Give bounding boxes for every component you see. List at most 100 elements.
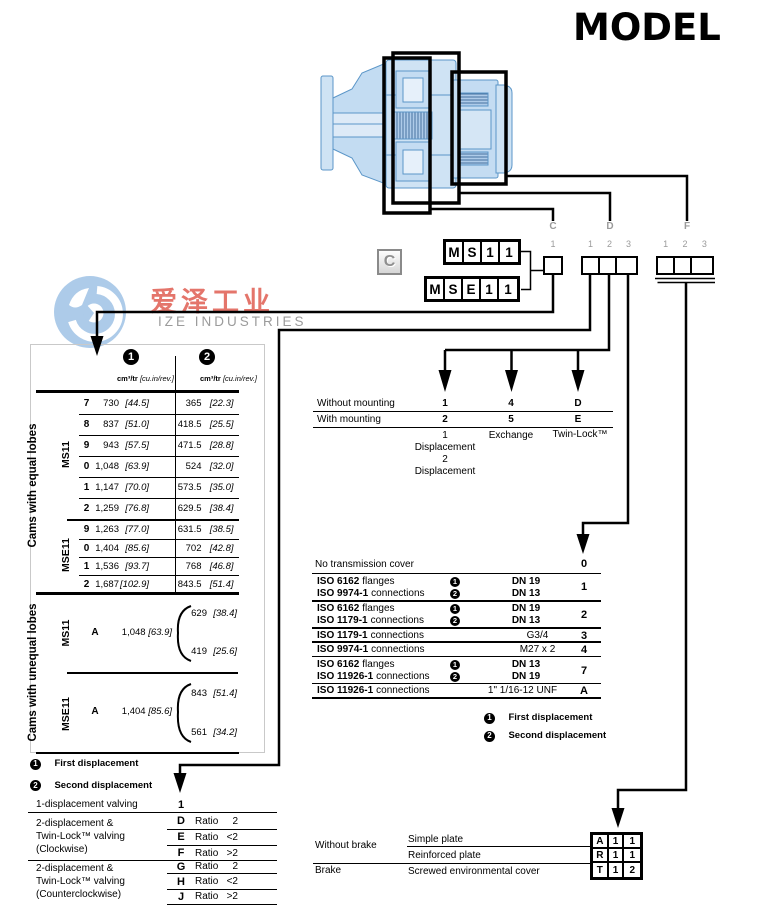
unit-header-col1: cm³/tr [cu.in/rev.]	[85, 374, 174, 383]
second-displacement-marker: 2	[450, 672, 460, 682]
ms11-series-label: MS11	[60, 619, 72, 647]
cover-code: 4	[580, 643, 588, 656]
second-displacement-marker: 2	[484, 730, 495, 742]
grid-cell: A	[593, 835, 609, 849]
code-letter-cell: 1	[505, 244, 513, 260]
table-row: R 1 1	[593, 849, 641, 863]
cover-code: 2	[580, 608, 588, 621]
cover-code: 1	[580, 581, 588, 593]
rule-line	[312, 697, 601, 699]
grid-cell: T	[593, 863, 609, 877]
code-letter-cell: 1	[481, 279, 499, 299]
grid-cell: 1	[624, 835, 641, 849]
mounting-code: 5	[508, 414, 514, 425]
mounting-caption: Displacement	[414, 442, 476, 453]
connection-size: DN 13	[511, 587, 541, 599]
mounting-caption: 1	[442, 430, 448, 441]
code-cell: 0	[83, 542, 90, 554]
code-letter-cell: S	[445, 279, 463, 299]
code-letter-cell: S	[464, 242, 482, 262]
ratio-value: <2	[226, 876, 238, 887]
code-letter-cell: M	[427, 279, 445, 299]
grid-cell: 2	[629, 864, 635, 876]
unit-bracket-label: [cu.in/rev.]	[222, 374, 257, 383]
connection-size: DN 19	[511, 602, 541, 614]
ratio-value: >2	[226, 891, 238, 902]
table-rule-thick	[67, 672, 238, 674]
first-displacement-marker: 1	[450, 576, 460, 587]
rule-line	[312, 627, 601, 629]
split-displacement-value: 419[25.6]	[191, 646, 237, 657]
empty-cell	[583, 258, 600, 273]
second-displacement-marker: 2	[450, 615, 460, 626]
ratio-value: 2	[232, 861, 238, 872]
ratio-label: Ratio	[195, 815, 219, 827]
first-displacement-marker: 1	[450, 660, 460, 670]
ms11-series-label: MS11	[60, 441, 72, 468]
mounting-caption: Displacement	[414, 466, 476, 477]
valving-code: D	[177, 815, 185, 827]
rule-line	[407, 846, 590, 847]
cover-row-label: No transmission cover	[315, 558, 414, 570]
grid-cell: 1	[609, 863, 625, 877]
f-group-underline	[655, 277, 715, 284]
rule-line	[167, 873, 277, 874]
grid-cell: 1	[608, 835, 625, 849]
unit-bracket-label: [cu.in/rev.]	[139, 374, 174, 383]
base-displacement-value: 1,404 [85.6]	[121, 706, 172, 717]
mse11-code-box: M S E 1 1	[424, 276, 520, 302]
code-cell: 8	[83, 419, 90, 430]
connection-size: M27 x 2	[519, 643, 556, 655]
empty-cell	[545, 258, 560, 273]
callout-leader-lines	[430, 174, 689, 221]
code-cell: 1	[83, 482, 90, 493]
brake-group-label: Brake	[315, 864, 342, 876]
callout-rect-d	[391, 51, 461, 205]
page-title: MODEL	[573, 6, 721, 49]
valving-code: J	[177, 890, 185, 903]
split-displacement-value: 561[34.2]	[191, 727, 237, 738]
cover-code: 7	[580, 665, 588, 677]
rule-line	[313, 862, 590, 864]
unit-label: cm³/tr	[117, 374, 138, 383]
mounting-code: E	[574, 414, 582, 425]
equal-lobes-label: Cams with equal lobes	[27, 423, 39, 548]
c-digit-box	[543, 256, 563, 275]
first-displacement-marker: 1	[450, 603, 460, 614]
first-displacement-marker: 1	[30, 758, 41, 770]
mounting-caption: Twin-Lock™	[552, 429, 608, 440]
callout-rect-c	[382, 56, 432, 215]
rule-line	[312, 641, 601, 643]
digit-index: 1	[663, 239, 669, 249]
grid-cell: R	[593, 849, 609, 863]
brake-plate-label: Screwed environmental cover	[408, 865, 540, 877]
connection-size: DN 19	[511, 671, 541, 682]
empty-cell	[692, 258, 709, 273]
valving-code: H	[177, 875, 185, 888]
table-rule-thick	[36, 751, 239, 754]
empty-cell	[658, 258, 675, 273]
brake-code-grid: A 1 1 R 1 1 T 1 2	[590, 832, 644, 880]
code-cell: 7	[83, 397, 90, 409]
ratio-label: Ratio	[195, 891, 219, 902]
second-displacement-marker: 2	[30, 780, 41, 791]
grid-cell: 1	[608, 849, 625, 863]
rule-line	[312, 682, 601, 684]
valving-group-label: 2-displacement &Twin-Lock™ valving(Clock…	[36, 818, 125, 855]
connection-size: 1" 1/16-12 UNF	[487, 685, 558, 696]
rule-line	[312, 600, 601, 602]
code-letter-cell: M	[446, 242, 464, 262]
second-displacement-marker: 2	[450, 588, 460, 599]
rule-line	[312, 572, 601, 574]
brake-plate-label: Simple plate	[408, 833, 464, 845]
table-rule-thick	[36, 592, 239, 595]
